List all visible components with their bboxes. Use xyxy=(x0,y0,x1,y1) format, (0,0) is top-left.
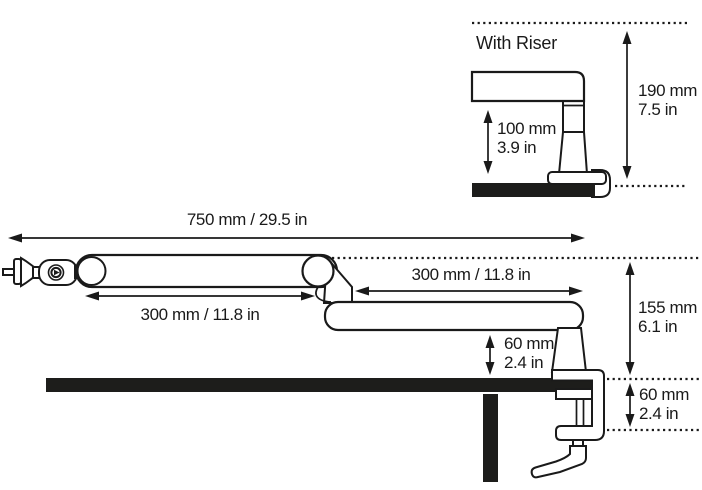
arm-height-mm: 155 mm xyxy=(638,298,698,317)
clamp-pad xyxy=(555,388,593,400)
elbow-joint xyxy=(301,254,335,288)
riser-total-height-arrow xyxy=(622,31,632,179)
mic-mount xyxy=(2,256,82,288)
clamp-lever-handle xyxy=(530,445,587,479)
clamp-screw-shaft xyxy=(575,399,585,427)
overall-length-arrow xyxy=(8,233,585,243)
clamp-body xyxy=(551,369,605,441)
main-view-drawing xyxy=(2,233,700,482)
lower-arm-clearance-mm: 60 mm xyxy=(504,334,554,353)
desk-clamp xyxy=(530,369,605,479)
overall-length-label: 750 mm / 29.5 in xyxy=(186,210,308,229)
arm-base-column xyxy=(550,327,588,373)
brand-logo-icon xyxy=(47,264,65,281)
riser-base-plate xyxy=(547,171,607,185)
riser-height-arrow xyxy=(483,110,493,174)
arm-height-arrow xyxy=(625,262,635,375)
riser-total-height-mm: 190 mm xyxy=(638,81,698,100)
riser-height-mm: 100 mm xyxy=(497,119,557,138)
upper-arm-length-label: 300 mm / 11.8 in xyxy=(140,305,260,324)
lower-arm xyxy=(323,300,585,332)
arm-height-label: 155 mm 6.1 in xyxy=(638,298,697,336)
arm-height-in: 6.1 in xyxy=(638,317,678,336)
riser-total-height-in: 7.5 in xyxy=(638,100,678,119)
lower-arm-length-arrow xyxy=(355,286,583,296)
lower-arm-clearance-arrow xyxy=(485,335,495,375)
riser-inset-drawing xyxy=(470,21,687,198)
riser-desk-surface xyxy=(472,183,595,197)
clamp-range-mm: 60 mm xyxy=(639,385,689,404)
riser-height-label: 100 mm 3.9 in xyxy=(497,119,556,157)
riser-height-in: 3.9 in xyxy=(497,138,537,157)
clamp-range-arrow xyxy=(625,383,635,427)
riser-total-height-label: 190 mm 7.5 in xyxy=(638,81,697,119)
riser-inset-title: With Riser xyxy=(476,33,558,53)
upper-arm-left-joint xyxy=(76,256,107,286)
riser-column-lower xyxy=(557,131,589,175)
upper-arm xyxy=(74,253,339,289)
lower-arm-clearance-label: 60 mm 2.4 in xyxy=(504,334,554,372)
upper-arm-length-arrow xyxy=(85,291,315,301)
lower-arm-length-label: 300 mm / 11.8 in xyxy=(411,265,531,284)
elbow-spring-hook xyxy=(315,286,332,303)
riser-arm xyxy=(470,70,586,103)
lower-arm-clearance-in: 2.4 in xyxy=(504,353,544,372)
clamp-range-in: 2.4 in xyxy=(639,404,679,423)
desk-leg xyxy=(483,394,498,482)
mount-flange xyxy=(13,258,22,285)
desk-surface xyxy=(46,378,597,392)
clamp-range-label: 60 mm 2.4 in xyxy=(639,385,689,423)
